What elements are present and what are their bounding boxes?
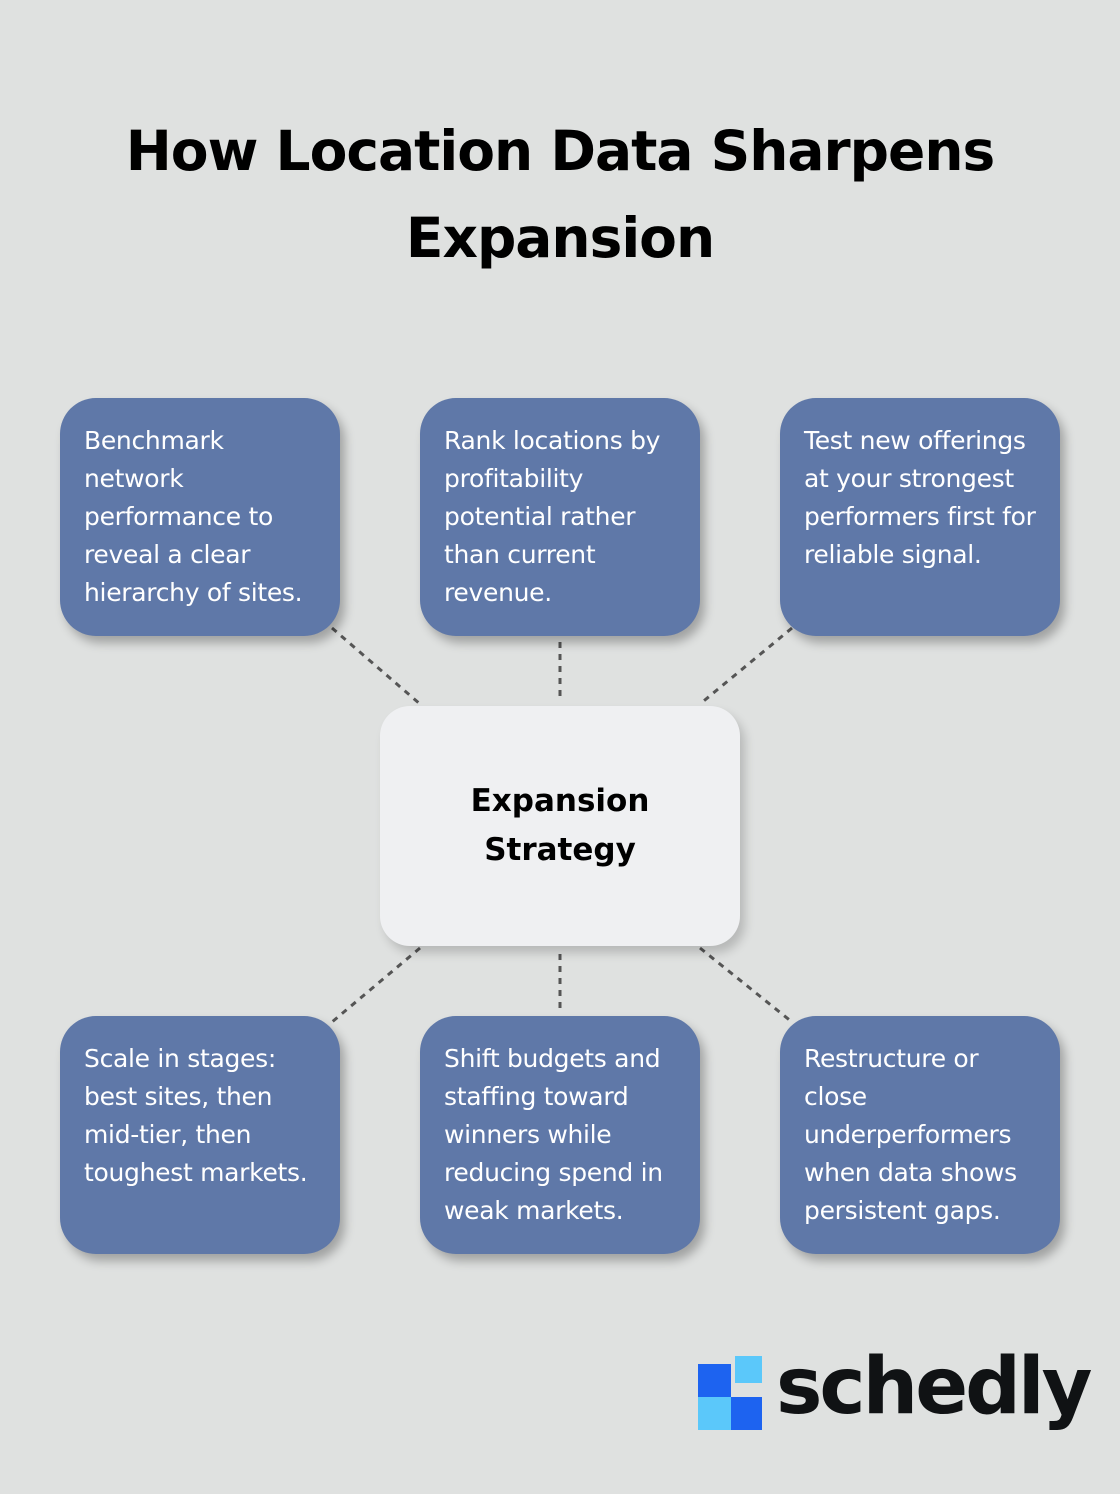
card-bottom-right: Restructure or close underperformers whe… [780,1016,1060,1254]
logo-wordmark: schedly [776,1342,1093,1432]
card-top-right-text: Test new offerings at your strongest per… [804,426,1036,569]
connector-bottom-left [331,946,421,1024]
center-node-label: Expansion Strategy [470,783,650,868]
center-node: Expansion Strategy [380,706,740,946]
card-bottom-right-text: Restructure or close underperformers whe… [804,1044,1017,1225]
card-top-center: Rank locations by profitability potentia… [420,398,700,636]
schedly-logo: schedly [698,1342,1093,1432]
card-top-right: Test new offerings at your strongest per… [780,398,1060,636]
card-bottom-left: Scale in stages: best sites, then mid-ti… [60,1016,340,1254]
connector-top-right [699,626,793,706]
card-bottom-left-text: Scale in stages: best sites, then mid-ti… [84,1044,308,1187]
card-top-center-text: Rank locations by profitability potentia… [444,426,661,607]
page-title: How Location Data Sharpens Expansion [125,119,995,270]
connector-top-left [331,626,421,706]
logo-mark-icon [698,1356,762,1430]
connector-bottom-right [699,946,793,1024]
card-bottom-center-text: Shift budgets and staffing toward winner… [444,1044,663,1225]
card-top-left-text: Benchmark network performance to reveal … [84,426,303,607]
card-top-left: Benchmark network performance to reveal … [60,398,340,636]
card-bottom-center: Shift budgets and staffing toward winner… [420,1016,700,1254]
